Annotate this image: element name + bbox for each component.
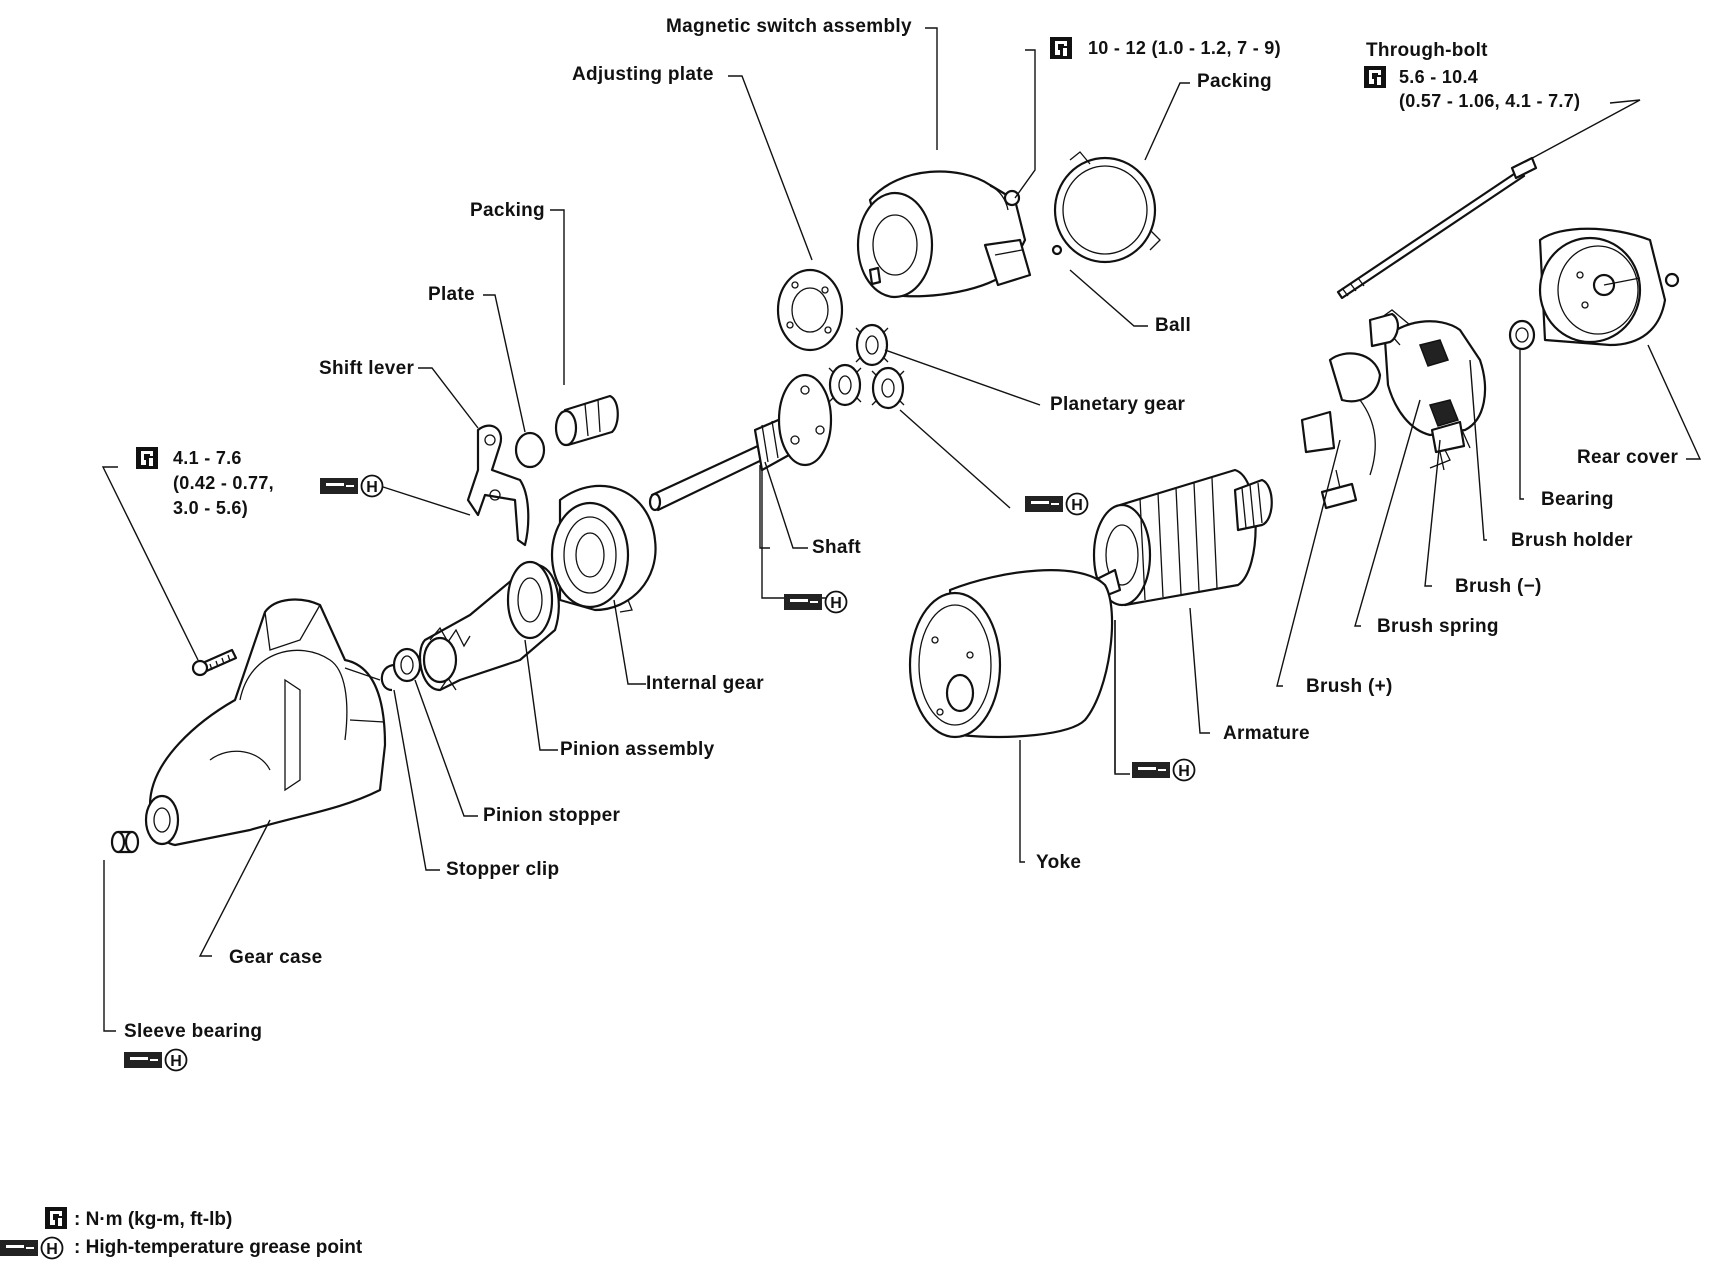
label-stopper-clip: Stopper clip — [446, 859, 560, 880]
grease-point-icon — [319, 474, 384, 498]
gear-case-bolt — [191, 648, 238, 677]
torque-wrench-icon — [1364, 66, 1386, 88]
grease-point-icon — [123, 1048, 188, 1072]
grease-point-icon — [0, 1236, 64, 1260]
torque-wrench-icon — [1050, 37, 1072, 59]
label-gear-case: Gear case — [229, 947, 323, 968]
grease-point-icon — [783, 590, 848, 614]
pinion-stopper — [392, 647, 422, 683]
brush-spring-part — [1368, 312, 1399, 348]
legend-grease-text: : High-temperature grease point — [74, 1237, 363, 1258]
magnetic-switch-part — [856, 170, 1032, 299]
label-packing-left: Packing — [470, 200, 545, 221]
label-planetary-gear: Planetary gear — [1050, 394, 1186, 415]
label-pinion-stopper: Pinion stopper — [483, 805, 621, 826]
rear-cover-part — [1538, 227, 1680, 347]
legend-torque-text: : N·m (kg-m, ft-lb) — [74, 1209, 233, 1230]
torque-wrench-icon — [45, 1207, 67, 1229]
label-brush-holder: Brush holder — [1511, 530, 1633, 551]
brush-minus-part — [1430, 420, 1466, 471]
armature-part — [1091, 468, 1273, 607]
brush-plus-part — [1300, 352, 1382, 510]
gear-case — [144, 598, 387, 847]
adjusting-plate-part — [776, 268, 844, 352]
label-shaft: Shaft — [812, 537, 861, 558]
grease-point-icon — [1131, 758, 1196, 782]
torque-through-bolt-1: 5.6 - 10.4 — [1399, 67, 1479, 87]
label-adjusting-plate: Adjusting plate — [572, 64, 714, 85]
packing-part-left — [554, 394, 619, 447]
label-packing-top: Packing — [1197, 71, 1272, 92]
ball-part — [1051, 244, 1063, 256]
torque-gear-case-2: (0.42 - 0.77, — [173, 473, 274, 493]
packing-part-top — [1053, 151, 1161, 264]
bearing-part — [1508, 319, 1536, 351]
label-through-bolt: Through-bolt — [1366, 40, 1488, 61]
label-shift-lever: Shift lever — [319, 358, 415, 379]
label-plate: Plate — [428, 284, 475, 305]
label-internal-gear: Internal gear — [646, 673, 764, 694]
stopper-clip — [380, 663, 396, 692]
label-brush-spring: Brush spring — [1377, 616, 1499, 637]
torque-through-bolt-2: (0.57 - 1.06, 4.1 - 7.7) — [1399, 91, 1581, 111]
label-rear-cover: Rear cover — [1577, 447, 1679, 468]
torque-gear-case-3: 3.0 - 5.6) — [173, 498, 249, 518]
torque-magnetic-switch: 10 - 12 (1.0 - 1.2, 7 - 9) — [1088, 38, 1281, 58]
label-bearing: Bearing — [1541, 489, 1614, 510]
shift-lever — [466, 424, 530, 547]
yoke-part — [908, 569, 1114, 739]
pinion-assembly — [418, 560, 560, 692]
plate-part — [514, 431, 546, 469]
label-brush-plus: Brush (+) — [1306, 676, 1393, 697]
torque-gear-case-1: 4.1 - 7.6 — [173, 448, 242, 468]
through-bolt-part — [1336, 156, 1538, 300]
sleeve-bearing — [110, 830, 140, 854]
shaft-part — [648, 373, 833, 512]
label-pinion-assembly: Pinion assembly — [560, 739, 715, 760]
label-brush-minus: Brush (−) — [1455, 576, 1542, 597]
label-yoke: Yoke — [1036, 852, 1082, 873]
torque-wrench-icon — [136, 447, 158, 469]
label-magnetic-switch: Magnetic switch assembly — [666, 16, 912, 37]
leader-lines — [101, 27, 1702, 1032]
grease-point-icon — [1024, 492, 1089, 516]
label-sleeve-bearing: Sleeve bearing — [124, 1021, 263, 1042]
label-ball: Ball — [1155, 315, 1192, 336]
label-armature: Armature — [1223, 723, 1310, 744]
internal-gear — [550, 484, 657, 613]
planetary-gears — [828, 323, 905, 410]
